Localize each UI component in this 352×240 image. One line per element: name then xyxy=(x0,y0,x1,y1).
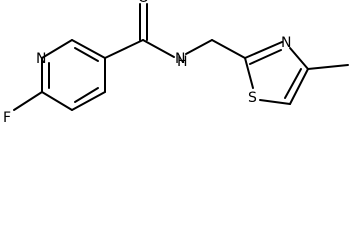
double-bond-c4-c5 xyxy=(284,68,302,99)
bond-n1-c2 xyxy=(41,39,73,59)
bond-c2-c3 xyxy=(71,39,106,59)
bond-c5-s1 xyxy=(259,99,291,105)
atom-labels: N F O N H N S xyxy=(3,0,291,126)
bond-c-f xyxy=(13,91,43,111)
double-bond-c4-c5 xyxy=(74,87,99,103)
bond-c4-c5 xyxy=(289,68,309,105)
atom-pyridine-n: N xyxy=(36,51,46,67)
double-bond-c2-n3 xyxy=(249,49,282,65)
structure-canvas: N F O N H N S xyxy=(3,0,349,126)
bond-s1-c2 xyxy=(244,57,254,89)
atom-thiazole-n: N xyxy=(281,35,291,51)
bond-c4-methyl xyxy=(307,64,349,70)
bond-c4-c5 xyxy=(71,91,106,111)
atom-fluorine: F xyxy=(3,110,11,126)
atom-amide-n: N xyxy=(175,51,185,67)
bond-ring-carbonyl xyxy=(104,39,144,59)
carboxamide-group xyxy=(104,3,246,59)
pyridine-ring xyxy=(41,39,106,111)
atom-thiazole-s: S xyxy=(248,90,257,106)
bond-n3-c4 xyxy=(289,47,309,70)
bond-c5-c6 xyxy=(41,91,73,111)
bond-ch2-thiazole xyxy=(211,39,246,59)
molecule-drawing: N F O N H N S xyxy=(3,0,349,126)
bond-carbonyl-nh xyxy=(142,39,175,58)
atom-carbonyl-o: O xyxy=(138,0,149,6)
bond-nh-ch2 xyxy=(185,39,213,55)
atom-amide-h: H xyxy=(177,54,188,70)
double-bond-c2-c3 xyxy=(74,47,99,62)
thiazole-ring xyxy=(244,41,349,105)
bond-c2-n3 xyxy=(244,41,283,59)
